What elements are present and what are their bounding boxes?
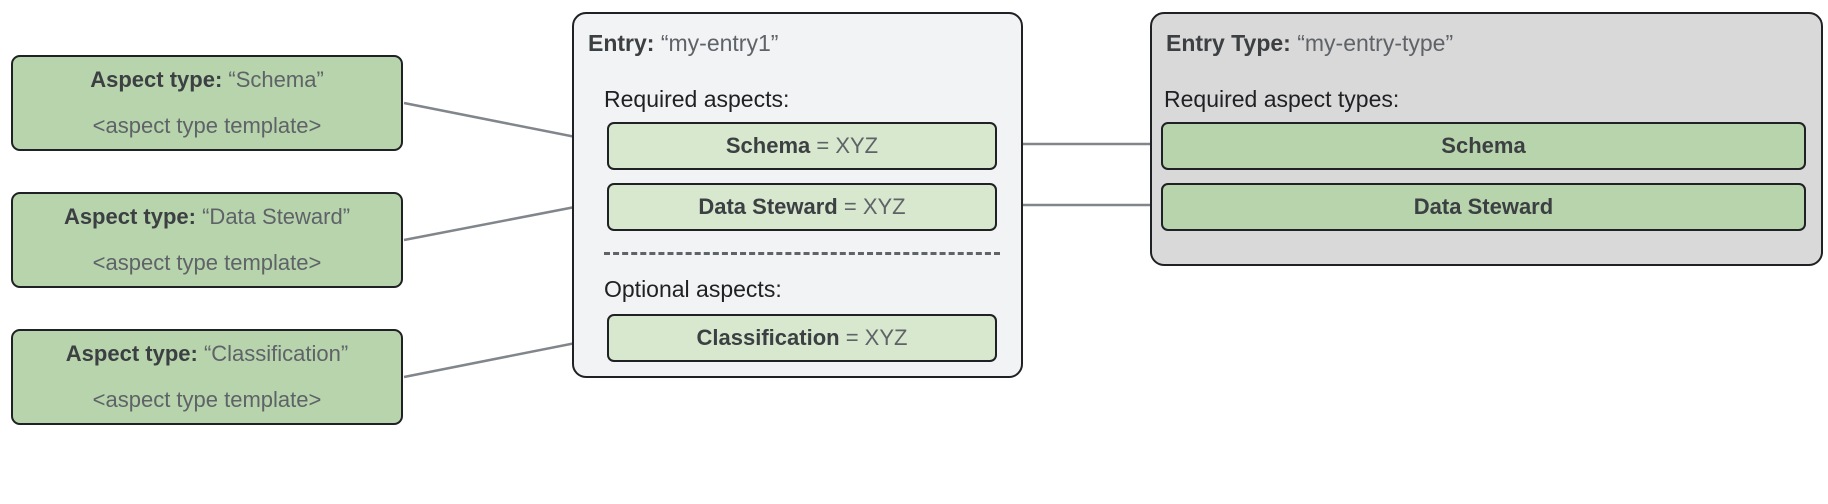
aspect-type-schema-prefix: Aspect type:: [90, 66, 223, 92]
entry-title: Entry: “my-entry1”: [588, 30, 778, 57]
aspect-row-classification[interactable]: Classification = XYZ: [607, 314, 997, 362]
aspect-row-data-steward-value: = XYZ: [843, 194, 906, 219]
aspect-type-card-classification[interactable]: Aspect type: “Classification” <aspect ty…: [11, 329, 403, 425]
aspect-type-chip-data-steward[interactable]: Data Steward: [1161, 183, 1806, 231]
required-aspects-label: Required aspects:: [604, 86, 790, 112]
entry-title-prefix: Entry:: [588, 30, 655, 56]
aspect-row-schema-text: Schema = XYZ: [726, 133, 878, 159]
aspect-type-chip-schema-text: Schema: [1441, 133, 1526, 158]
aspect-row-classification-value: = XYZ: [845, 325, 908, 350]
entry-type-title: Entry Type: “my-entry-type”: [1166, 30, 1453, 57]
aspect-type-data-steward-name: “Data Steward”: [202, 203, 351, 229]
aspect-type-chip-data-steward-text: Data Steward: [1413, 194, 1554, 219]
aspect-type-data-steward-title: Aspect type: “Data Steward”: [64, 204, 350, 230]
entry-title-name: “my-entry1”: [660, 30, 779, 56]
aspect-type-schema-template: <aspect type template>: [92, 113, 322, 138]
aspect-row-classification-name: Classification: [696, 325, 840, 350]
aspect-type-classification-template: <aspect type template>: [92, 387, 322, 412]
aspect-row-data-steward-text: Data Steward = XYZ: [698, 194, 905, 220]
entry-section-divider: [604, 252, 1000, 255]
aspect-row-data-steward-name: Data Steward: [698, 194, 838, 219]
aspect-type-classification-prefix: Aspect type:: [65, 340, 198, 366]
aspect-row-schema-value: = XYZ: [816, 133, 879, 158]
aspect-type-schema-title: Aspect type: “Schema”: [90, 67, 324, 93]
aspect-row-data-steward[interactable]: Data Steward = XYZ: [607, 183, 997, 231]
aspect-type-classification-title: Aspect type: “Classification”: [66, 341, 348, 367]
required-aspect-types-label: Required aspect types:: [1164, 86, 1400, 112]
aspect-row-schema[interactable]: Schema = XYZ: [607, 122, 997, 170]
entry-type-title-prefix: Entry Type:: [1166, 30, 1291, 56]
entry-type-title-name: “my-entry-type”: [1297, 30, 1454, 56]
aspect-type-card-data-steward[interactable]: Aspect type: “Data Steward” <aspect type…: [11, 192, 403, 288]
aspect-type-data-steward-prefix: Aspect type:: [63, 203, 196, 229]
optional-aspects-label: Optional aspects:: [604, 276, 782, 302]
aspect-type-schema-name: “Schema”: [228, 66, 324, 92]
aspect-type-chip-schema[interactable]: Schema: [1161, 122, 1806, 170]
aspect-row-classification-text: Classification = XYZ: [697, 325, 908, 351]
aspect-type-data-steward-template: <aspect type template>: [92, 250, 322, 275]
aspect-row-schema-name: Schema: [725, 133, 811, 158]
entry-type-panel[interactable]: Entry Type: “my-entry-type” Required asp…: [1150, 12, 1823, 266]
entry-panel[interactable]: Entry: “my-entry1” Required aspects: Sch…: [572, 12, 1023, 378]
aspect-type-classification-name: “Classification”: [203, 340, 349, 366]
aspect-type-card-schema[interactable]: Aspect type: “Schema” <aspect type templ…: [11, 55, 403, 151]
